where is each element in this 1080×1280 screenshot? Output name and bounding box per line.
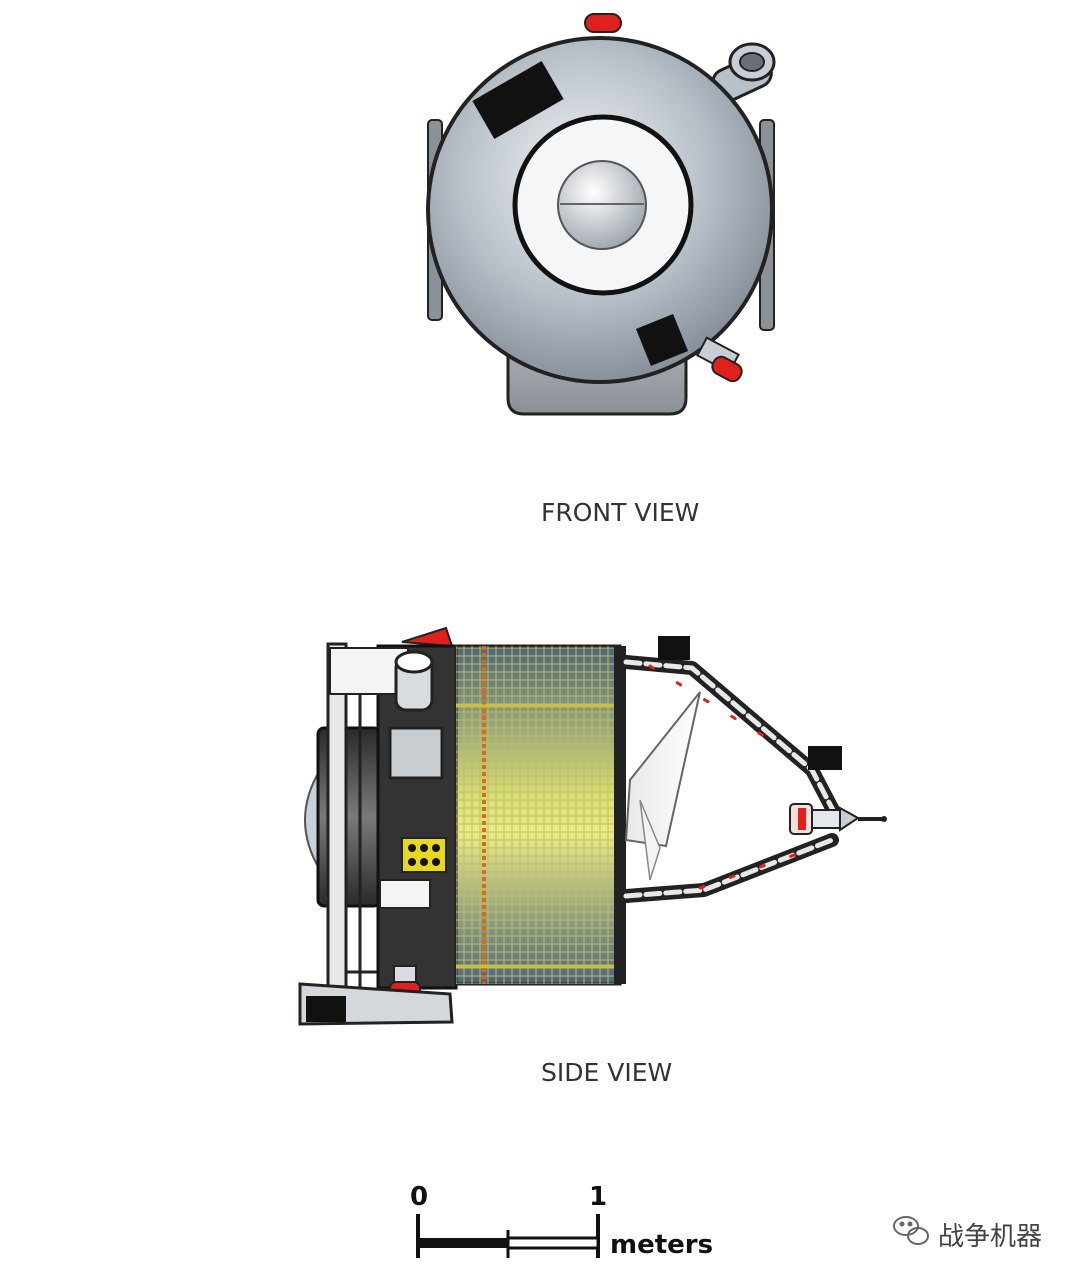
front-bottom-nozzle [696, 336, 743, 383]
side-boom-box-top [658, 636, 690, 660]
side-gray-box [388, 726, 444, 780]
side-yellow-connector [401, 837, 447, 873]
front-top-red-cap [584, 13, 622, 33]
front-black-panel-top [472, 60, 564, 140]
front-view-drawing [426, 13, 776, 416]
side-boom-box-right [808, 746, 842, 770]
scale-unit-label: meters [610, 1230, 714, 1260]
side-view-label: SIDE VIEW [541, 1058, 673, 1087]
side-top-tube [394, 650, 434, 712]
side-view-drawing [298, 626, 887, 1026]
side-red-fin [401, 626, 454, 648]
side-boom-arms [619, 655, 841, 903]
front-top-tube [711, 42, 776, 103]
scale-start-label: 0 [410, 1182, 429, 1212]
wechat-icon [893, 1216, 929, 1245]
side-truss-frame [326, 642, 380, 1020]
watermark-text: 战争机器 [938, 1222, 1043, 1252]
scale-end-label: 1 [589, 1182, 608, 1212]
side-antenna-cone [624, 691, 701, 848]
front-black-panel-bottom [635, 313, 689, 367]
scale-bar [416, 1214, 600, 1258]
side-probe-tip [789, 803, 887, 835]
front-view-label: FRONT VIEW [541, 498, 700, 527]
